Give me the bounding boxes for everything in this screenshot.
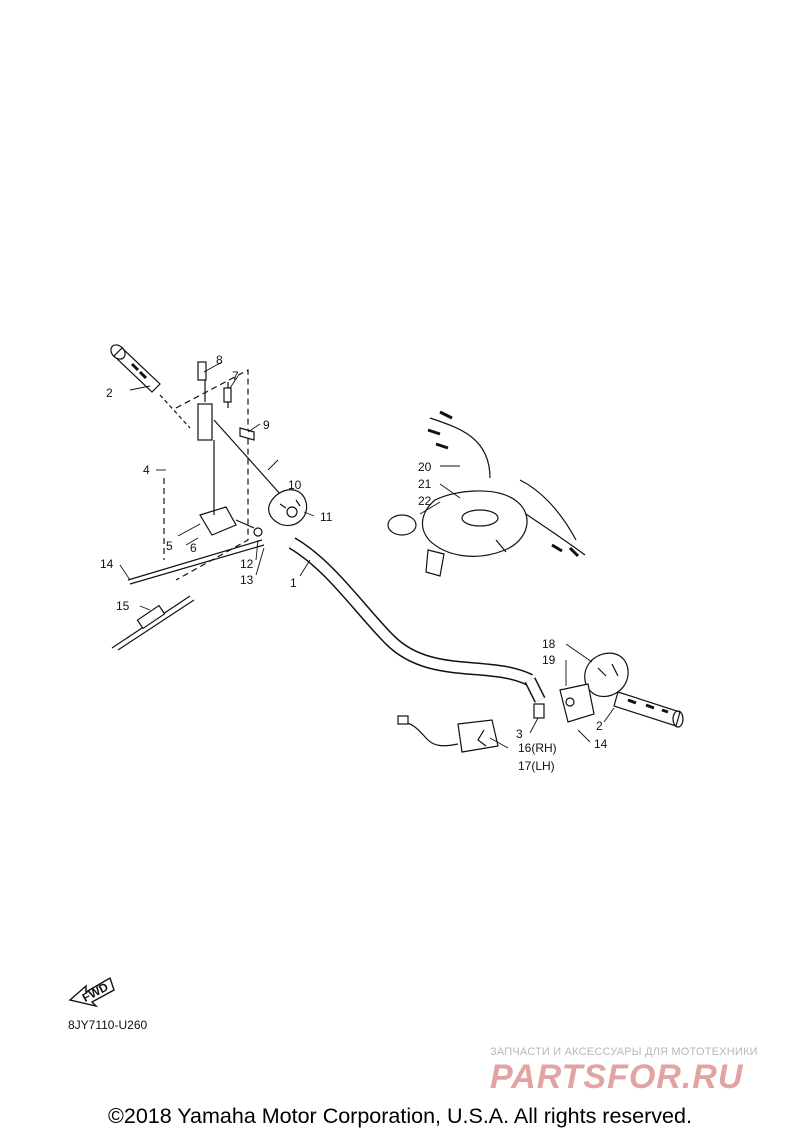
- handlebar: [288, 537, 546, 703]
- callout-13: 13: [240, 573, 254, 587]
- callout-16: 16(RH): [518, 741, 557, 755]
- lever-bracket-assembly: [163, 361, 291, 581]
- callout-18: 18: [542, 637, 556, 651]
- leader-lines: [119, 361, 615, 749]
- callout-10: 10: [288, 478, 302, 492]
- callout-2-left: 2: [106, 386, 113, 400]
- callout-21: 21: [418, 477, 432, 491]
- callout-1: 1: [290, 576, 297, 590]
- callout-11: 11: [320, 510, 333, 524]
- left-grip: [110, 344, 191, 429]
- watermark-subtitle: ЗАПЧАСТИ И АКСЕССУАРЫ ДЛЯ МОТОТЕХНИКИ: [490, 1046, 758, 1058]
- right-grip: [613, 691, 684, 728]
- callout-4: 4: [143, 463, 150, 477]
- callout-17: 17(LH): [518, 759, 555, 773]
- callout-15: 15: [116, 599, 130, 613]
- watermark-logo: PARTSFOR.RU: [490, 1058, 744, 1096]
- callout-12: 12: [240, 557, 254, 571]
- callout-7: 7: [232, 369, 239, 383]
- callout-19: 19: [542, 653, 556, 667]
- callout-22: 22: [418, 494, 432, 508]
- callout-14-right: 14: [594, 737, 608, 751]
- grip-heater: [397, 703, 545, 753]
- callout-6: 6: [190, 541, 197, 555]
- callout-20: 20: [418, 460, 432, 474]
- callout-labels: 1 2 2 3 4 5 6 7 8 9 10 11 12 13 14 14 15…: [80, 353, 608, 1005]
- copyright-notice: ©2018 Yamaha Motor Corporation, U.S.A. A…: [108, 1104, 692, 1128]
- callout-8: 8: [216, 353, 223, 367]
- cables: [111, 527, 265, 651]
- right-switch: [559, 652, 629, 723]
- fwd-arrow: [68, 976, 115, 1008]
- callout-5: 5: [166, 539, 173, 553]
- callout-3: 3: [516, 727, 523, 741]
- left-switch: [268, 489, 308, 527]
- wiring-harness: [387, 410, 586, 577]
- diagram-code: 8JY7110-U260: [68, 1018, 148, 1032]
- callout-9: 9: [263, 418, 270, 432]
- callout-2-right: 2: [596, 719, 603, 733]
- callout-14-left: 14: [100, 557, 114, 571]
